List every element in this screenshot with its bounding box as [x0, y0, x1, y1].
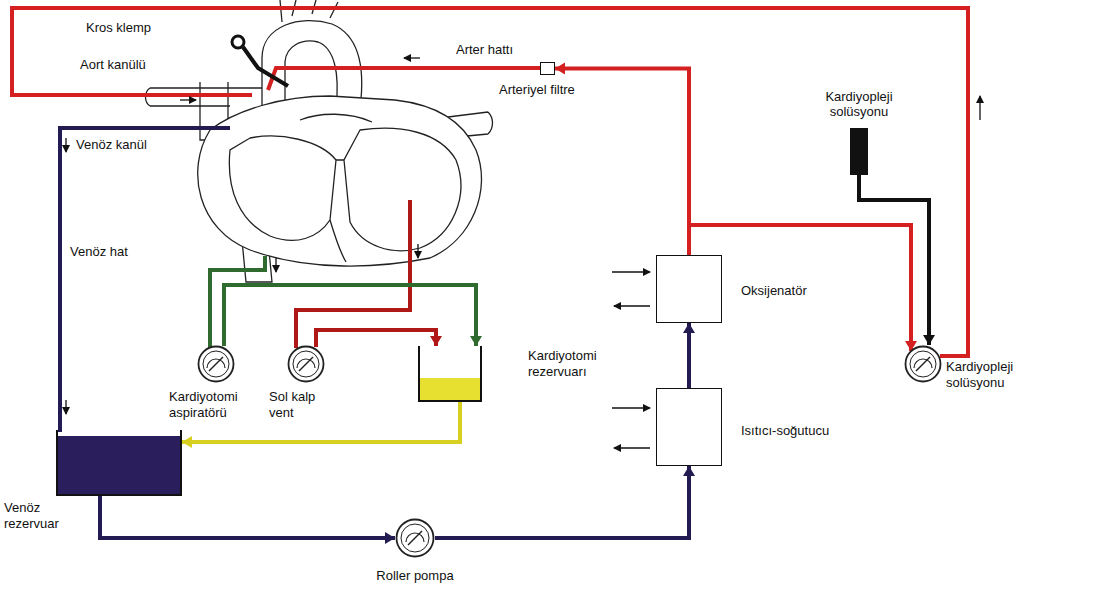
- reservoir-symbol: [418, 346, 482, 402]
- venous-line: [60, 128, 230, 432]
- flow-connector: [316, 330, 442, 347]
- part-label: Kros klemp: [86, 20, 151, 36]
- suction-pump: Kardiyotomi aspiratörü: [197, 345, 235, 383]
- cross-clamp: [232, 36, 288, 86]
- reservoir-symbol: [56, 430, 182, 496]
- flow-connector: [683, 323, 695, 388]
- part-label: Venöz kanül: [76, 137, 147, 153]
- cardiotomy-reservoir: Kardiyotomi rezervuarı: [418, 346, 482, 402]
- node-label: Sol kalp vent: [269, 389, 339, 420]
- flow-arrow: [979, 96, 980, 120]
- node-label: Kardiyotomi aspiratörü: [169, 389, 269, 420]
- flow-arrow: [180, 99, 196, 100]
- roller-pump: Roller pompa: [395, 518, 435, 558]
- flow-connector: [689, 225, 917, 351]
- cardioplegia-line: [12, 8, 968, 356]
- node-label: Roller pompa: [365, 568, 465, 584]
- pump-symbol: [197, 345, 235, 383]
- flow-arrow: [65, 400, 66, 414]
- node-label: Kardiyopleji solüsyonu: [946, 359, 1042, 390]
- oxygenator-box: Oksijenatör: [656, 255, 722, 323]
- pump-symbol: [904, 345, 942, 383]
- vent-line: [296, 200, 410, 348]
- heater-cooler-box: Isıtıcı-soğutucu: [656, 388, 722, 466]
- cardioplegia-bag: Kardiyopleji solüsyonu: [850, 128, 868, 175]
- node-label: Kardiyopleji solüsyonu: [810, 89, 908, 120]
- node-label: Oksijenatör: [741, 283, 851, 299]
- suction-line: [210, 256, 265, 348]
- flow-connector: [555, 63, 689, 256]
- node-label: Arteriyel filtre: [499, 82, 609, 98]
- part-label: Arter hattı: [456, 42, 513, 58]
- flow-connector: [224, 285, 482, 346]
- node-label: Kardiyotomi rezervuarı: [528, 348, 628, 379]
- flow-connector: [435, 466, 695, 538]
- port-arrows: [612, 272, 650, 448]
- flow-connector: [100, 496, 395, 544]
- flow-arrow: [417, 244, 418, 258]
- flow-connector: [859, 175, 935, 345]
- pump-symbol: [395, 518, 435, 558]
- cardioplegia-pump: Kardiyopleji solüsyonu: [904, 345, 942, 383]
- flow-arrow: [275, 258, 276, 272]
- venous-reservoir: Venöz rezervuar: [56, 430, 182, 496]
- vent-pump: Sol kalp vent: [287, 345, 325, 383]
- arterial-filter: Arteriyel filtre: [540, 62, 555, 75]
- flow-arrow: [404, 57, 420, 58]
- part-label: Aort kanülü: [80, 57, 146, 73]
- heart-drawing: [146, 0, 493, 282]
- part-label: Venöz hat: [70, 244, 128, 260]
- node-label: Venöz rezervuar: [4, 500, 68, 531]
- flow-arrow: [65, 138, 66, 152]
- node-label: Isıtıcı-soğutucu: [741, 423, 871, 439]
- pump-symbol: [287, 345, 325, 383]
